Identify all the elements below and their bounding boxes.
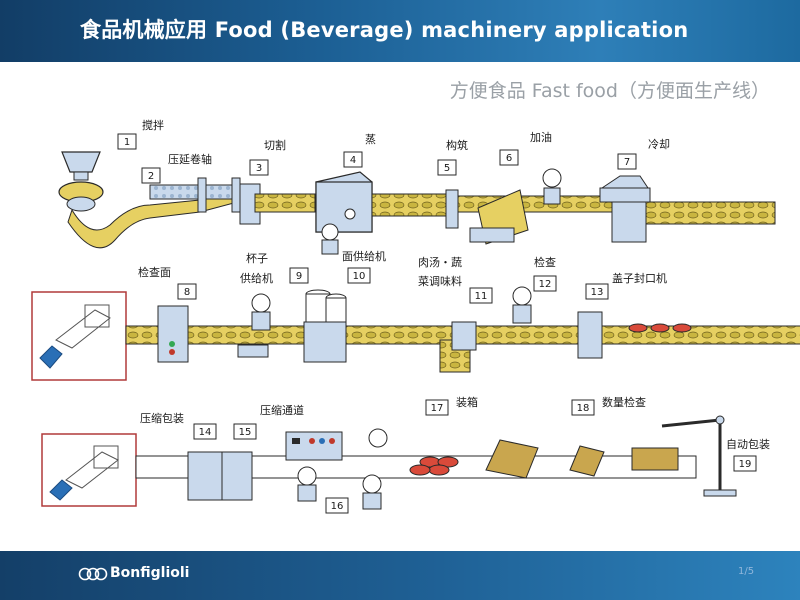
step-6-number: 6 — [506, 153, 512, 164]
shrink-wrapper — [187, 451, 223, 501]
step-6-label: 加油 — [530, 130, 552, 144]
step-17-badge — [425, 399, 449, 416]
step-19-number: 19 — [739, 459, 752, 470]
step-14-badge — [193, 423, 217, 440]
step-1-label: 搅拌 — [142, 118, 164, 132]
step-9-number: 9 — [296, 271, 302, 282]
steamer — [315, 171, 448, 255]
step-9-badge — [289, 267, 309, 284]
step-8-label: 检查面 — [138, 265, 171, 279]
step-13-number: 13 — [591, 287, 604, 298]
step-16-number: 16 — [331, 501, 344, 512]
step-13-label: 盖子封口机 — [612, 271, 667, 285]
step-12-label: 检查 — [534, 255, 556, 269]
step-12-number: 12 — [539, 279, 552, 290]
step-5-label: 构筑 — [446, 138, 468, 152]
step-2-badge — [141, 167, 161, 184]
step-10-label: 面供给机 — [342, 249, 386, 263]
page-title: 食品机械应用 Food (Beverage) machinery applica… — [80, 18, 689, 42]
lid-sealer — [577, 311, 603, 359]
step-11-label-line2: 菜调味料 — [418, 274, 462, 288]
step-5-number: 5 — [444, 163, 450, 174]
header-bar: 食品机械应用 Food (Beverage) machinery applica… — [0, 0, 800, 62]
step-6-badge — [499, 149, 519, 166]
step-10-number: 10 — [353, 271, 366, 282]
step-10-badge — [347, 267, 371, 284]
step-7-number: 7 — [624, 157, 630, 168]
step-11-label-line1: 肉汤・蔬 — [418, 255, 462, 269]
step-7-badge — [617, 153, 637, 170]
boxes — [485, 439, 679, 479]
mixer-hopper — [58, 151, 104, 212]
bonfiglioli-logo-icon — [78, 567, 108, 581]
cooler — [599, 175, 776, 243]
step-18-number: 18 — [577, 403, 590, 414]
shrink-tunnel — [221, 451, 253, 501]
seasoning-unit — [439, 321, 477, 373]
step-3-number: 3 — [256, 163, 262, 174]
auto-packer-arm — [661, 415, 737, 497]
step-4-badge — [343, 151, 363, 168]
step-1-badge — [117, 133, 137, 150]
step-11-badge — [469, 287, 493, 304]
footer-bar — [0, 551, 800, 600]
step-14-label: 压缩包装 — [140, 412, 184, 425]
page-subtitle: 方便食品 Fast food（方便面生产线） — [449, 80, 770, 102]
page-number: 1/5 — [738, 566, 755, 577]
step-5-badge — [437, 159, 457, 176]
brand-name: Bonfiglioli — [110, 565, 190, 581]
step-14-number: 14 — [199, 427, 212, 438]
noodle-feeder — [303, 321, 347, 363]
step-16-badge — [325, 497, 349, 514]
step-19-label: 自动包装 — [726, 438, 770, 451]
step-9-label-line1: 杯子 — [246, 251, 268, 265]
cutter — [239, 183, 316, 225]
step-3-badge — [249, 159, 269, 176]
step-17-number: 17 — [431, 403, 444, 414]
gear-motor-sketch-2 — [49, 445, 119, 501]
step-4-number: 4 — [350, 155, 356, 166]
step-8-number: 8 — [184, 287, 190, 298]
step-9-label-line2: 供给机 — [240, 271, 273, 285]
step-18-badge — [571, 399, 595, 416]
step-13-badge — [585, 283, 609, 300]
step-2-label: 压延卷轴 — [168, 152, 212, 166]
step-3-label: 切割 — [264, 138, 286, 152]
step-11-number: 11 — [475, 291, 488, 302]
step-18-label: 数量检查 — [602, 395, 646, 409]
step-7-label: 冷却 — [648, 138, 670, 151]
control-panel — [285, 431, 343, 461]
step-15-label: 压缩通道 — [260, 403, 304, 417]
step-19-badge — [733, 455, 757, 472]
step-15-number: 15 — [239, 427, 252, 438]
cup-stack — [305, 289, 347, 327]
rolling-rollers — [149, 177, 241, 213]
worker-inspect — [512, 286, 532, 324]
gear-inset-1 — [31, 291, 127, 381]
step-2-number: 2 — [148, 171, 154, 182]
row-2 — [31, 286, 800, 381]
step-4-label: 蒸 — [365, 133, 376, 146]
forming-conveyor — [445, 168, 648, 245]
step-1-number: 1 — [124, 137, 130, 148]
step-8-badge — [177, 283, 197, 300]
step-17-label: 装箱 — [456, 395, 478, 409]
row-1 — [58, 151, 776, 255]
sealed-cups — [628, 323, 692, 333]
row-3 — [41, 415, 737, 510]
step-12-badge — [533, 275, 557, 292]
gear-motor-sketch-1 — [39, 304, 111, 369]
step-15-badge — [233, 423, 257, 440]
step-labels: 1 搅拌 2 压延卷轴 3 切割 4 蒸 5 构筑 6 加油 7 冷却 8 检查… — [117, 118, 770, 514]
workers-packing — [297, 428, 388, 510]
cup-batch-1 — [409, 456, 459, 476]
worker-cup — [237, 293, 271, 358]
